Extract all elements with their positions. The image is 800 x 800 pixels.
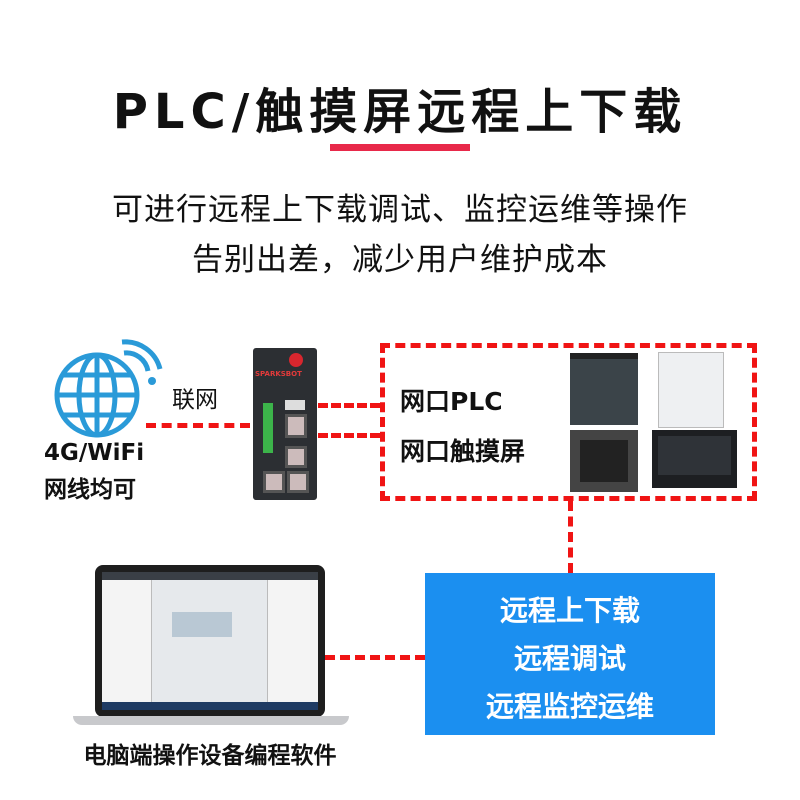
connection-line-internet bbox=[146, 423, 250, 428]
feature-remote-debug: 远程调试 bbox=[513, 642, 626, 675]
connection-line-laptop bbox=[325, 655, 425, 660]
laptop-caption: 电脑端操作设备编程软件 bbox=[83, 743, 337, 769]
laptop-image bbox=[95, 565, 325, 717]
hmi-screen-image bbox=[652, 430, 737, 488]
hmi-screen-image bbox=[570, 430, 638, 492]
brand-label: SPARKSBOT bbox=[255, 370, 302, 378]
subtitle-line-2: 告别出差，减少用户维护成本 bbox=[192, 242, 608, 278]
ethernet-port bbox=[285, 414, 307, 438]
siemens-plc-image bbox=[570, 353, 638, 425]
mitsubishi-plc-image bbox=[658, 352, 724, 428]
feature-remote-monitoring: 远程监控运维 bbox=[485, 690, 654, 723]
field-devices-box bbox=[380, 343, 757, 501]
connection-line-hmi bbox=[318, 433, 380, 438]
connection-type-label: 4G/WiFi bbox=[44, 440, 145, 466]
subtitle-line-1: 可进行远程上下载调试、监控运维等操作 bbox=[112, 192, 688, 228]
ethernet-port bbox=[263, 471, 285, 493]
antenna-connector bbox=[289, 353, 303, 367]
connection-type-sub-label: 网线均可 bbox=[44, 477, 136, 503]
ethernet-port bbox=[285, 446, 307, 468]
link-label: 联网 bbox=[172, 387, 218, 413]
page-title: PLC/触摸屏远程上下载 bbox=[112, 84, 688, 140]
usb-port bbox=[285, 400, 305, 410]
connection-line-plc bbox=[318, 403, 380, 408]
terminal-block bbox=[263, 403, 273, 453]
features-box: 远程上下载 远程调试 远程监控运维 bbox=[425, 573, 715, 735]
title-underline bbox=[330, 144, 470, 151]
connection-line-vertical bbox=[568, 501, 573, 573]
hmi-label: 网口触摸屏 bbox=[400, 437, 526, 466]
feature-remote-upload-download: 远程上下载 bbox=[499, 594, 640, 627]
ethernet-port bbox=[287, 471, 309, 493]
gateway-device: SPARKSBOT bbox=[253, 348, 317, 500]
globe-wifi-icon bbox=[54, 339, 163, 438]
plc-label: 网口PLC bbox=[400, 387, 503, 416]
laptop-base bbox=[73, 716, 349, 725]
programming-software-screen bbox=[102, 572, 318, 710]
